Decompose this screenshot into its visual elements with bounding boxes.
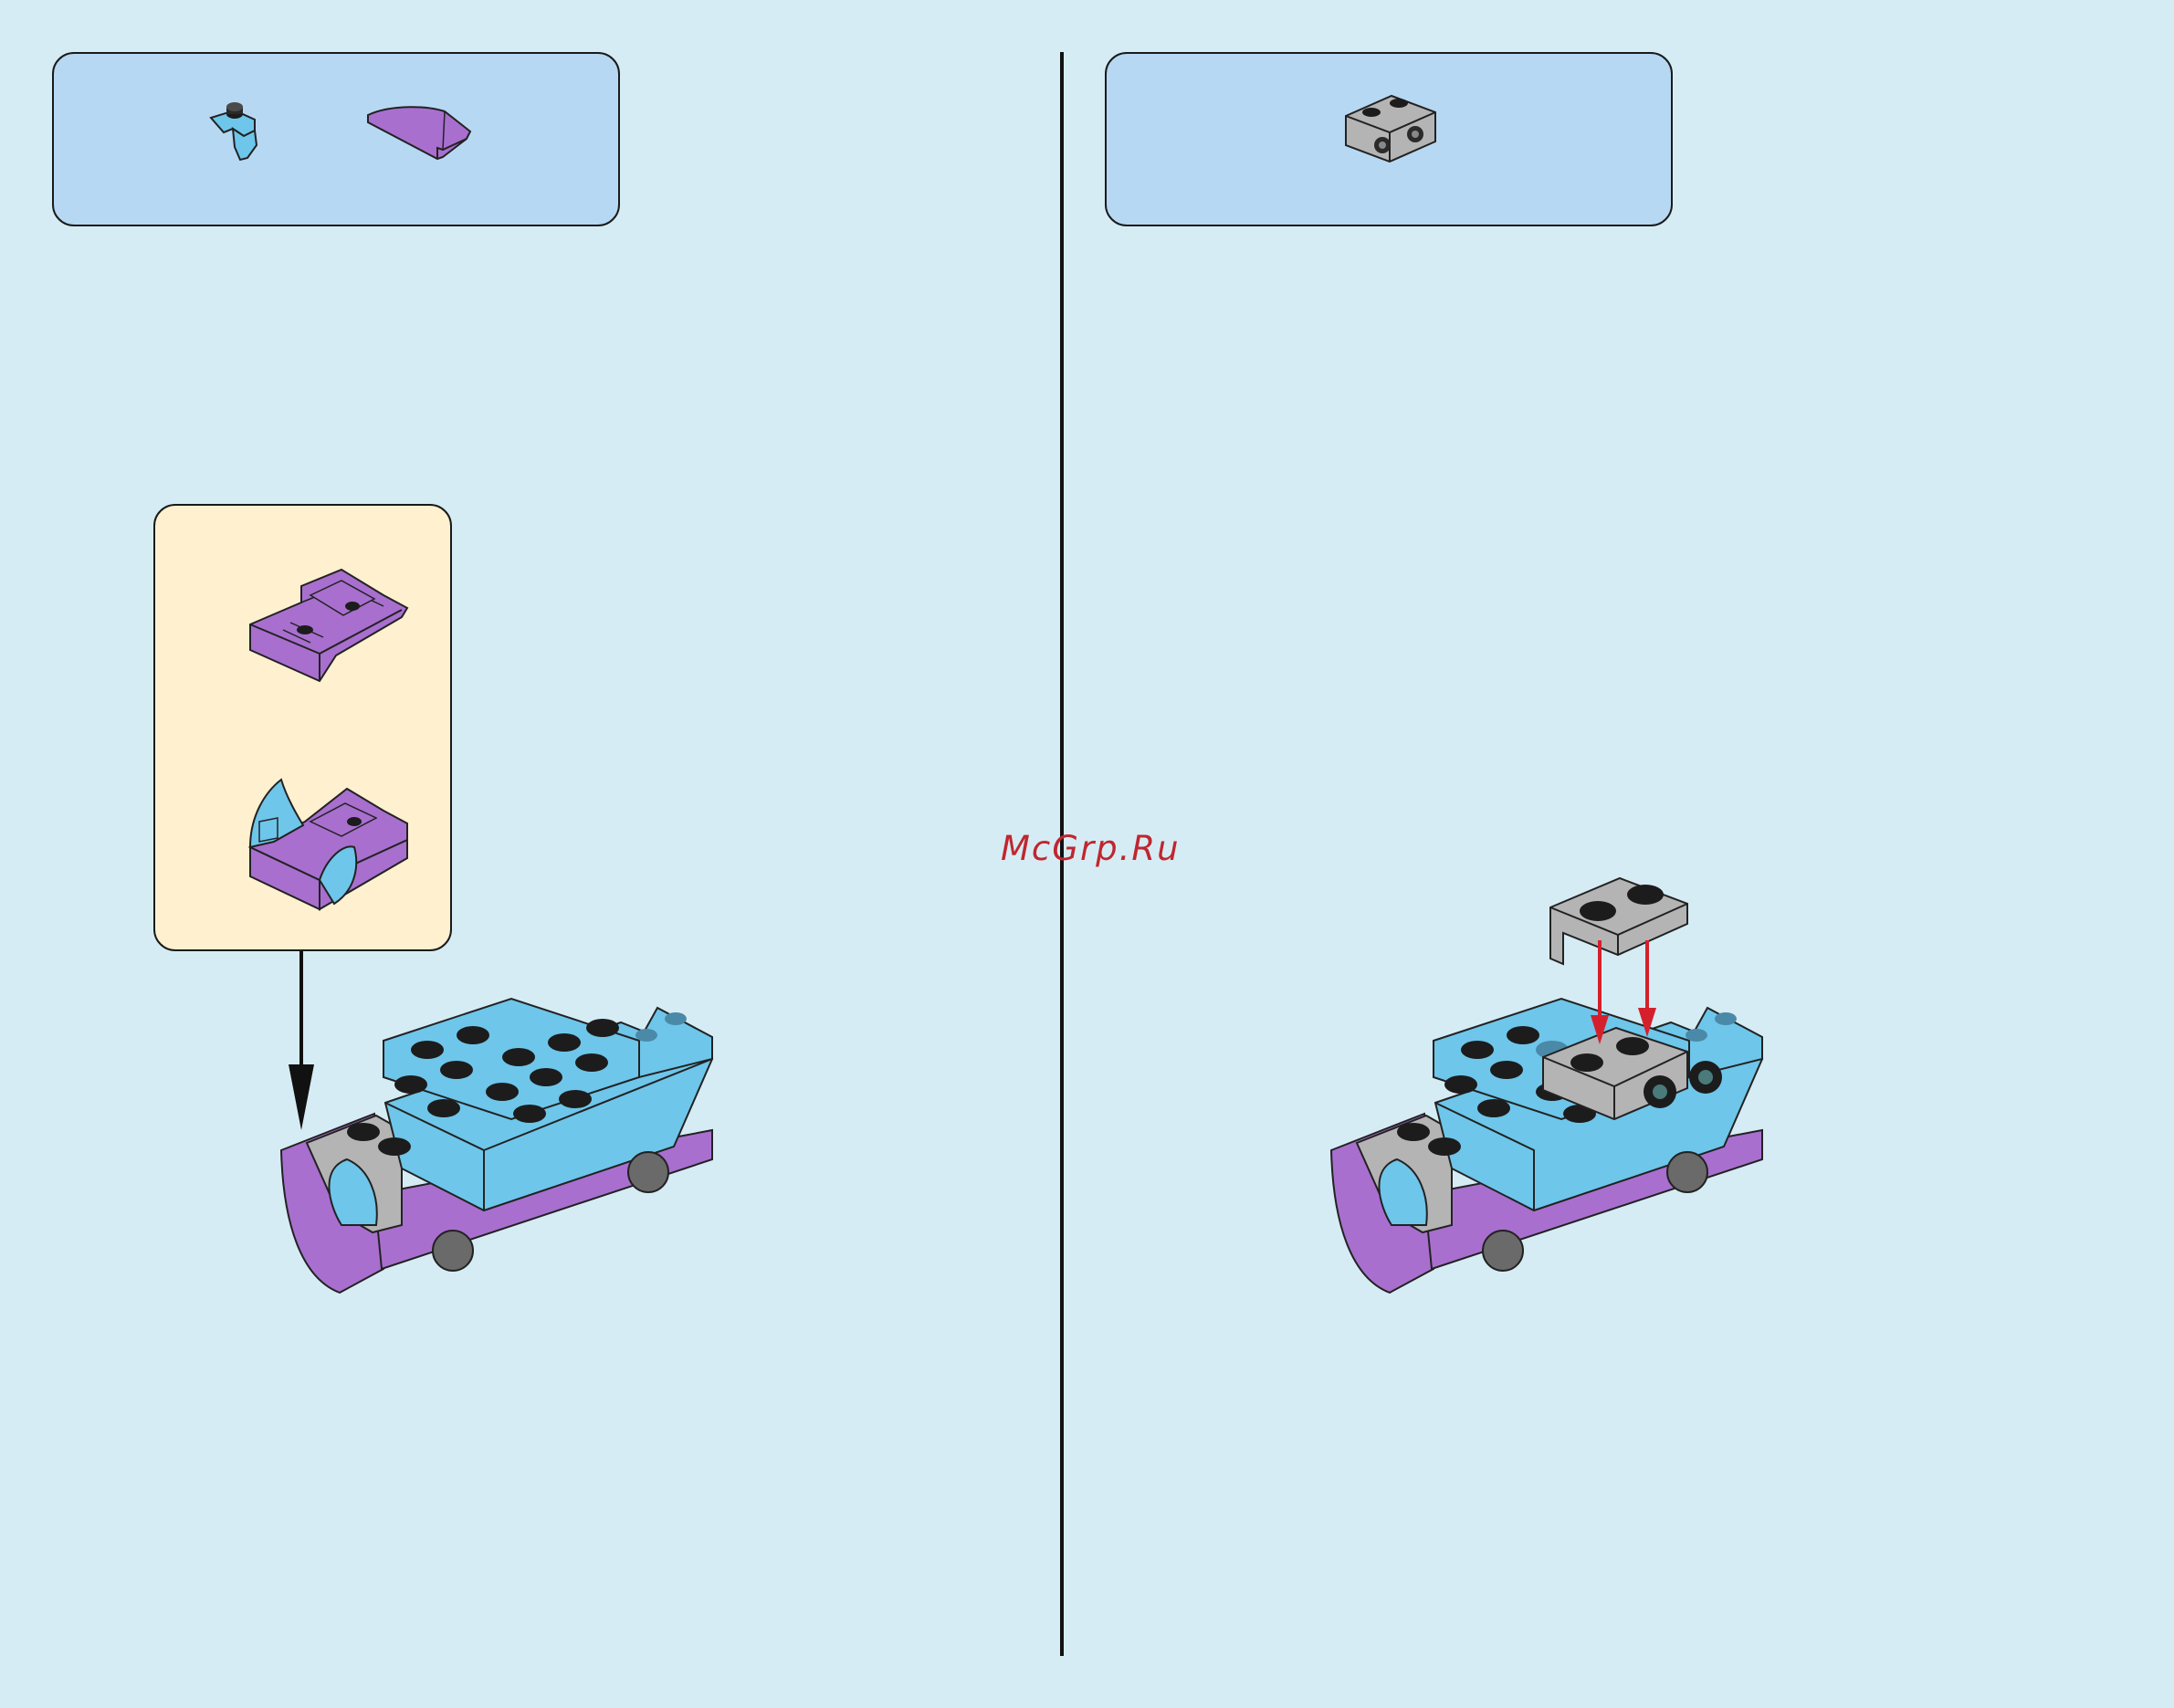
sub-assembly-callout: [153, 504, 452, 951]
vehicle-model-right-icon: [1324, 986, 1799, 1305]
lavender-sub-assembly-top-icon: [247, 559, 420, 696]
gray-bracket-piece-icon: [1342, 89, 1443, 171]
parts-callout-step-left: [52, 52, 620, 226]
vehicle-model-left-icon: [274, 986, 749, 1305]
watermark-text: McGrp.Ru: [1001, 829, 1181, 868]
light-blue-tooth-piece-icon: [205, 92, 278, 165]
parts-callout-step-right: [1105, 52, 1673, 226]
lavender-curved-slope-icon: [364, 95, 474, 168]
lavender-sub-assembly-with-tooth-icon: [247, 770, 420, 917]
red-placement-arrows-icon: [1585, 940, 1658, 1050]
